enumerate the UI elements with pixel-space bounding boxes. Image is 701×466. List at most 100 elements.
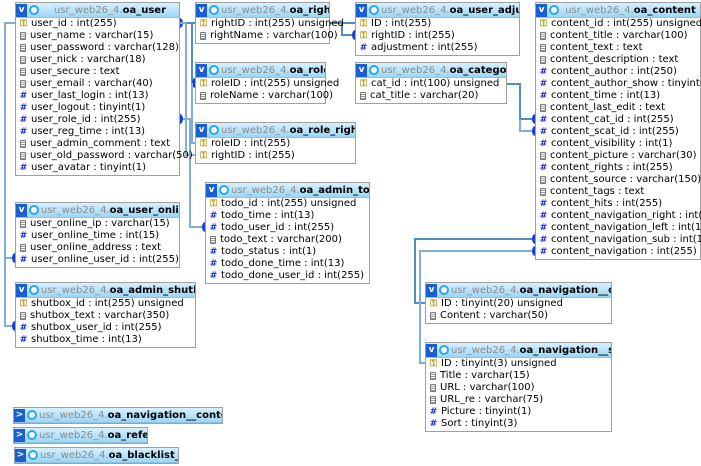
gear-icon[interactable]: [209, 5, 219, 15]
table-oa-navigation-content[interactable]: >usr_web26_4.oa_navigation__content: [13, 407, 223, 424]
collapse-toggle[interactable]: v: [536, 3, 547, 17]
collapse-toggle[interactable]: v: [196, 123, 207, 137]
gear-icon[interactable]: [369, 65, 379, 75]
table-oa-refer[interactable]: >usr_web26_4.oa_refer: [13, 427, 148, 444]
field-row[interactable]: #content_time : int(13): [536, 90, 700, 102]
field-row[interactable]: ⚿ID : tinyint(20) unsigned: [426, 298, 611, 310]
field-row[interactable]: ⚿rightID : int(255): [196, 150, 355, 162]
field-row[interactable]: URL : varchar(100): [426, 382, 611, 394]
expand-toggle[interactable]: >: [14, 408, 25, 422]
field-row[interactable]: rightName : varchar(100): [196, 30, 338, 42]
field-row[interactable]: ⚿ID : tinyint(3) unsigned: [426, 358, 611, 370]
gear-icon[interactable]: [209, 125, 219, 135]
field-row[interactable]: #shutbox_time : int(13): [16, 334, 195, 346]
collapse-toggle[interactable]: v: [16, 3, 27, 17]
field-row[interactable]: #shutbox_user_id : int(255): [16, 322, 195, 334]
field-row[interactable]: #todo_user_id : int(255): [206, 222, 369, 234]
collapse-toggle[interactable]: v: [196, 3, 207, 17]
field-row[interactable]: ⚿cat_id : int(100) unsigned: [356, 78, 506, 90]
field-row[interactable]: #content_navigation : int(255): [536, 246, 700, 258]
field-row[interactable]: #user_logout : tinyint(1): [16, 102, 179, 114]
gear-icon[interactable]: [439, 285, 449, 295]
collapse-toggle[interactable]: v: [16, 283, 27, 297]
field-row[interactable]: #Picture : tinyint(1): [426, 406, 611, 418]
gear-icon[interactable]: [29, 5, 39, 15]
field-row[interactable]: #user_last_login : int(13): [16, 90, 179, 102]
collapse-toggle[interactable]: v: [196, 63, 207, 77]
field-row[interactable]: #content_cat_id : int(255): [536, 114, 700, 126]
gear-icon[interactable]: [439, 345, 449, 355]
field-row[interactable]: cat_title : varchar(20): [356, 90, 506, 102]
field-row[interactable]: content_text : text: [536, 42, 700, 54]
collapse-toggle[interactable]: v: [356, 63, 367, 77]
field-row[interactable]: ⚿user_id : int(255): [16, 18, 179, 30]
field-row[interactable]: content_source : varchar(150): [536, 174, 701, 186]
table-header[interactable]: >usr_web26_4.oa_navigation__content: [14, 408, 222, 423]
field-row[interactable]: #Sort : tinyint(3): [426, 418, 611, 430]
collapse-toggle[interactable]: v: [16, 203, 27, 217]
field-row[interactable]: content_description : text: [536, 54, 700, 66]
field-row[interactable]: #content_navigation_sub : int(1): [536, 234, 701, 246]
field-row[interactable]: content_tags : text: [536, 186, 700, 198]
field-row[interactable]: user_old_password : varchar(50): [16, 150, 193, 162]
gear-icon[interactable]: [28, 450, 38, 460]
field-row[interactable]: #adjustment : int(255): [356, 42, 519, 54]
gear-icon[interactable]: [29, 205, 39, 215]
field-row[interactable]: Title : varchar(15): [426, 370, 611, 382]
field-row[interactable]: user_password : varchar(128): [16, 42, 179, 54]
gear-icon[interactable]: [29, 285, 39, 295]
field-row[interactable]: #content_navigation_left : int(1): [536, 222, 701, 234]
gear-icon[interactable]: [27, 430, 37, 440]
field-row[interactable]: ⚿rightID : int(255) unsigned: [196, 18, 344, 30]
field-row[interactable]: Content : varchar(50): [426, 310, 611, 322]
field-row[interactable]: #user_online_time : int(15): [16, 230, 179, 242]
field-row[interactable]: #content_visibility : int(1): [536, 138, 700, 150]
field-row[interactable]: ⚿ID : int(255): [356, 18, 519, 30]
gear-icon[interactable]: [209, 65, 219, 75]
field-row[interactable]: user_secure : text: [16, 66, 179, 78]
field-row[interactable]: #user_reg_time : int(13): [16, 126, 179, 138]
field-row[interactable]: URL_re : varchar(75): [426, 394, 611, 406]
table-header[interactable]: >usr_web26_4.oa_refer: [14, 428, 147, 443]
field-row[interactable]: ⚿rightID : int(255): [356, 30, 519, 42]
collapse-toggle[interactable]: v: [426, 283, 437, 297]
gear-icon[interactable]: [219, 185, 229, 195]
field-row[interactable]: ⚿roleID : int(255) unsigned: [196, 78, 339, 90]
gear-icon[interactable]: [369, 5, 379, 15]
table-oa-blacklist-ip[interactable]: >usr_web26_4.oa_blacklist_ip: [14, 447, 179, 464]
collapse-toggle[interactable]: v: [356, 3, 367, 17]
field-row[interactable]: content_title : varchar(100): [536, 30, 700, 42]
field-row[interactable]: #content_rights : int(255): [536, 162, 700, 174]
field-row[interactable]: #todo_done_user_id : int(255): [206, 270, 369, 282]
expand-toggle[interactable]: >: [15, 448, 26, 462]
field-row[interactable]: user_name : varchar(15): [16, 30, 179, 42]
field-row[interactable]: ⚿todo_id : int(255) unsigned: [206, 198, 369, 210]
gear-icon[interactable]: [27, 410, 37, 420]
field-row[interactable]: #content_navigation_right : int(1): [536, 210, 701, 222]
field-row[interactable]: ⚿shutbox_id : int(255) unsigned: [16, 298, 195, 310]
field-row[interactable]: todo_text : varchar(200): [206, 234, 369, 246]
table-oa-user-online[interactable]: vusr_web26_4.oa_user_onlineuser_online_i…: [15, 202, 180, 268]
field-row[interactable]: user_nick : varchar(18): [16, 54, 179, 66]
field-row[interactable]: #todo_time : int(13): [206, 210, 369, 222]
table-header[interactable]: >usr_web26_4.oa_blacklist_ip: [15, 448, 178, 463]
field-row[interactable]: roleName : varchar(100): [196, 90, 333, 102]
field-row[interactable]: user_admin_comment : text: [16, 138, 179, 150]
table-oa-admin-shutbox[interactable]: vusr_web26_4.oa_admin_shutbox⚿shutbox_id…: [15, 282, 196, 348]
